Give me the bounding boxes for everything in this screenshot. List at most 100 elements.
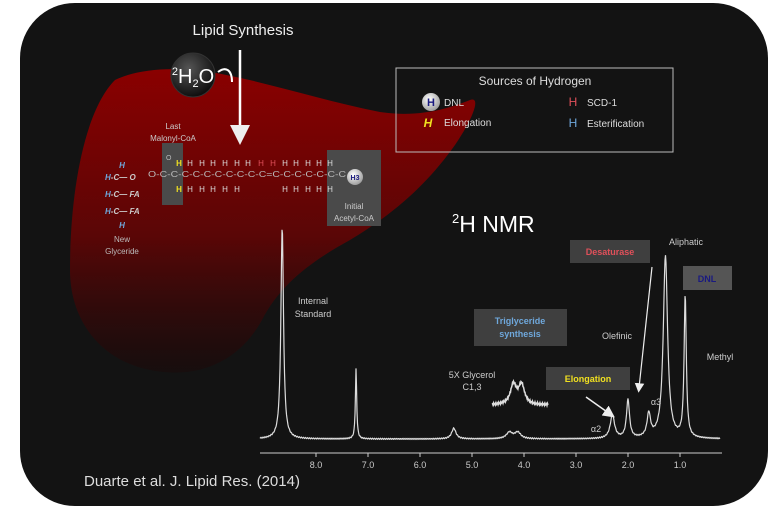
chain-hydrogen-top: H [258,159,264,168]
chain-hydrogen-bottom: H [187,185,193,194]
elongation-arrow [585,396,615,418]
alpha2-label: α2 [591,424,601,434]
x-tick-label: 7.0 [362,460,375,470]
legend-symbol-dnl: H [427,97,435,109]
desaturase-box [570,240,650,263]
nmr-title-sup: 2 [452,211,459,226]
chain-hydrogen-bottom: H [327,185,333,194]
chain-hydrogen-bottom: H [176,185,182,194]
glyceride-row-2-h: H [105,190,111,199]
x-tick-label: 6.0 [414,460,427,470]
triglyceride-label-2: synthesis [499,329,541,339]
water-o: O [199,66,215,88]
chain-hydrogen-bottom: H [199,185,205,194]
citation: Duarte et al. J. Lipid Res. (2014) [84,473,300,490]
glyceride-h-top: H [119,161,125,170]
chain-hydrogen-top: H [210,159,216,168]
chain-hydrogen-bottom: H [293,185,299,194]
malonyl-label-2: Malonyl-CoA [150,134,196,143]
x-tick-label: 1.0 [674,460,687,470]
carbon-chain: O-C-C-C-C-C-C-C-C-C-C=C-C-C-C-C-C-C [148,170,346,179]
methyl-label: Methyl [707,352,734,362]
water-sup: 2 [172,66,178,78]
legend-title: Sources of Hydrogen [479,74,592,88]
acetyl-group: H3 [351,175,360,182]
alpha3-label: α3 [651,397,661,407]
nmr-spectrum [259,229,721,441]
acetyl-label-2: Acetyl-CoA [334,214,375,223]
chain-hydrogen-bottom: H [210,185,216,194]
chain-hydrogen-top: H [234,159,240,168]
acetyl-label-1: Initial [345,202,364,211]
desaturase-arrow [634,266,653,393]
glyceride-row-2: H-C— FA [105,190,140,199]
x-tick-label: 5.0 [466,460,479,470]
chain-hydrogen-top: H [305,159,311,168]
legend-symbol-esterification: H [569,116,578,130]
internal-standard-label-2: Standard [295,309,332,319]
chain-hydrogen-top: H [222,159,228,168]
carbonyl-o: O [166,155,172,162]
chain-hydrogen-bottom: H [305,185,311,194]
fatty-acid-molecule: Last Malonyl-CoA Initial Acetyl-CoA H3 O… [105,122,381,256]
water-molecule-icon: 2H2O [170,52,216,98]
chain-hydrogen-bottom: H [316,185,322,194]
chain-hydrogen-top: H [293,159,299,168]
glyceride-h-bottom: H [119,221,125,230]
title: Lipid Synthesis [193,22,294,39]
internal-standard-label-1: Internal [298,296,328,306]
glycerol-label-2: C1,3 [462,382,481,392]
acetyl-hydrogen-icon [347,169,363,185]
dnl-hydrogen-icon [422,93,440,111]
legend-box: Sources of Hydrogen H DNL H Elongation H… [395,67,674,153]
elongation-label: Elongation [565,374,612,384]
malonyl-label-1: Last [165,122,181,131]
legend-label-scd1: SCD-1 [587,98,617,109]
glyceride-label-2: Glyceride [105,247,139,256]
glyceride-row-3-rest: -C— FA [111,207,140,216]
chain-hydrogen-bottom: H [234,185,240,194]
nmr-title: 2H NMR [452,211,535,237]
glyceride-row-1-rest: -C— O [111,173,137,182]
nmr-title-text: H NMR [459,211,534,237]
acetyl-box [327,150,381,226]
legend-symbol-scd1: H [569,95,578,109]
chain-hydrogen-top: H [199,159,205,168]
spectrum-line [259,229,721,441]
legend-label-esterification: Esterification [587,119,644,130]
chain-hydrogen-bottom: H [282,185,288,194]
aliphatic-label: Aliphatic [669,237,704,247]
olefinic-label: Olefinic [602,331,633,341]
glyceride-row-1: H-C— O [105,173,136,182]
chain-hydrogen-top: H [327,159,333,168]
triglyceride-box [474,309,567,346]
x-tick-label: 3.0 [570,460,583,470]
glycerol-label-1: 5X Glycerol [449,370,496,380]
chain-hydrogen-top: H [176,159,182,168]
glyceride-row-3: H-C— FA [105,207,140,216]
glyceride-label-1: New [114,235,130,244]
elongation-box [546,367,630,390]
chain-hydrogen-top: H [316,159,322,168]
hook-arrow [217,68,233,83]
legend-symbol-elongation: H [424,116,433,130]
chain-hydrogen-top: H [282,159,288,168]
malonyl-box [162,143,183,205]
legend-label-dnl: DNL [444,98,464,109]
chain-hydrogen-top: H [245,159,251,168]
x-tick-label: 8.0 [310,460,323,470]
water-h: H [178,66,192,88]
glyceride-row-1-h: H [105,173,111,182]
dnl-label: DNL [698,274,717,284]
legend-label-elongation: Elongation [444,118,491,129]
glyceride-row-3-h: H [105,207,111,216]
glyceride-row-2-rest: -C— FA [111,190,140,199]
x-tick-label: 2.0 [622,460,635,470]
chain-hydrogen-top: H [187,159,193,168]
dnl-box [683,266,732,290]
chain-hydrogen-bottom: H [222,185,228,194]
